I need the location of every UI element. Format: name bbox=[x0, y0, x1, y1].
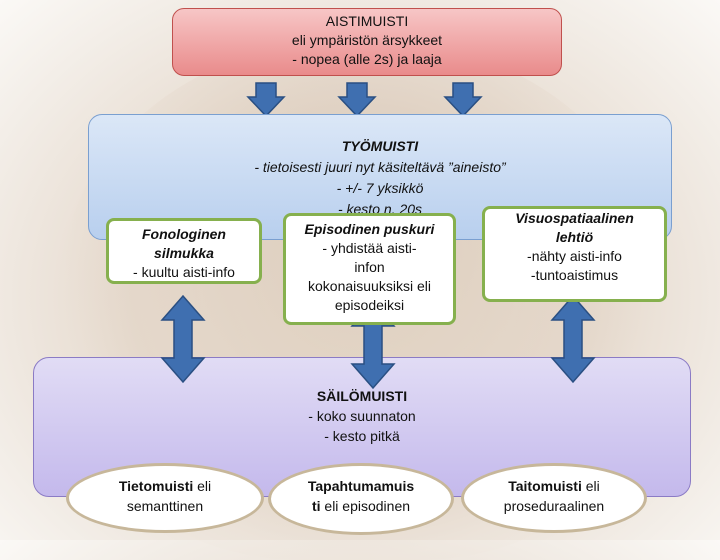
working-memory-line2: - +/- 7 yksikkö bbox=[336, 180, 424, 196]
semantic-memory-line1: Tietomuisti eli bbox=[69, 476, 261, 496]
phonological-loop-line3: - kuultu aisti-info bbox=[133, 264, 235, 280]
visuospatial-sketchpad-title: Visuospatiaalinen bbox=[515, 210, 634, 226]
long-term-memory-line1: - koko suunnaton bbox=[308, 408, 416, 424]
semantic-memory-rest: eli bbox=[193, 478, 212, 494]
down-arrow-3-icon bbox=[443, 82, 483, 118]
semantic-memory-bold: Tietomuisti bbox=[118, 478, 194, 494]
semantic-memory-ellipse: Tietomuisti eli semanttinen bbox=[66, 463, 264, 533]
episodic-buffer-line3: infon bbox=[354, 259, 385, 275]
procedural-memory-line1: Taitomuisti eli bbox=[464, 476, 644, 496]
episodic-buffer-line2: - yhdistää aisti- bbox=[322, 240, 417, 256]
episodic-memory-line2: ti eli episodinen bbox=[271, 496, 451, 516]
sensory-memory-box: AISTIMUISTI eli ympäristön ärsykkeet - n… bbox=[172, 8, 562, 76]
long-term-memory-title: SÄILÖMUISTI bbox=[316, 388, 408, 404]
visuospatial-sketchpad-box: Visuospatiaalinen lehtiö -nähty aisti-in… bbox=[482, 206, 667, 302]
phonological-loop-line2: silmukka bbox=[154, 245, 214, 261]
sensory-memory-line2: - nopea (alle 2s) ja laaja bbox=[292, 51, 442, 67]
phonological-loop-box: Fonologinen silmukka - kuultu aisti-info bbox=[106, 218, 262, 284]
visuospatial-sketchpad-line4: -tuntoaistimus bbox=[530, 267, 619, 283]
semantic-memory-line2: semanttinen bbox=[126, 498, 204, 514]
episodic-memory-rest: eli episodinen bbox=[320, 498, 411, 514]
episodic-memory-bold2: ti bbox=[311, 498, 321, 514]
visuospatial-sketchpad-line2: lehtiö bbox=[555, 229, 594, 245]
phonological-loop-title: Fonologinen bbox=[142, 226, 226, 242]
procedural-memory-ellipse: Taitomuisti eli proseduraalinen bbox=[461, 463, 647, 533]
procedural-memory-rest: eli bbox=[581, 478, 600, 494]
episodic-buffer-box: Episodinen puskuri - yhdistää aisti- inf… bbox=[283, 213, 456, 325]
down-arrow-2-icon bbox=[337, 82, 377, 118]
episodic-buffer-title: Episodinen puskuri bbox=[304, 221, 435, 237]
double-arrow-right-icon bbox=[550, 294, 596, 384]
procedural-memory-line2: proseduraalinen bbox=[503, 498, 605, 514]
episodic-buffer-line4: kokonaisuuksiksi eli bbox=[308, 278, 431, 294]
down-arrow-1-icon bbox=[246, 82, 286, 118]
visuospatial-sketchpad-line3: -nähty aisti-info bbox=[527, 248, 622, 264]
long-term-memory-line2: - kesto pitkä bbox=[324, 428, 400, 444]
procedural-memory-bold: Taitomuisti bbox=[508, 478, 582, 494]
episodic-memory-ellipse: Tapahtumamuis ti eli episodinen bbox=[268, 463, 454, 535]
sensory-memory-line1: eli ympäristön ärsykkeet bbox=[291, 32, 443, 48]
sensory-memory-title: AISTIMUISTI bbox=[325, 13, 409, 29]
double-arrow-left-icon bbox=[160, 294, 206, 384]
episodic-buffer-line5: episodeiksi bbox=[334, 297, 405, 313]
working-memory-line1: - tietoisesti juuri nyt käsiteltävä ”ain… bbox=[254, 159, 506, 175]
episodic-memory-bold1: Tapahtumamuis bbox=[307, 478, 415, 494]
working-memory-title: TYÖMUISTI bbox=[341, 138, 419, 154]
